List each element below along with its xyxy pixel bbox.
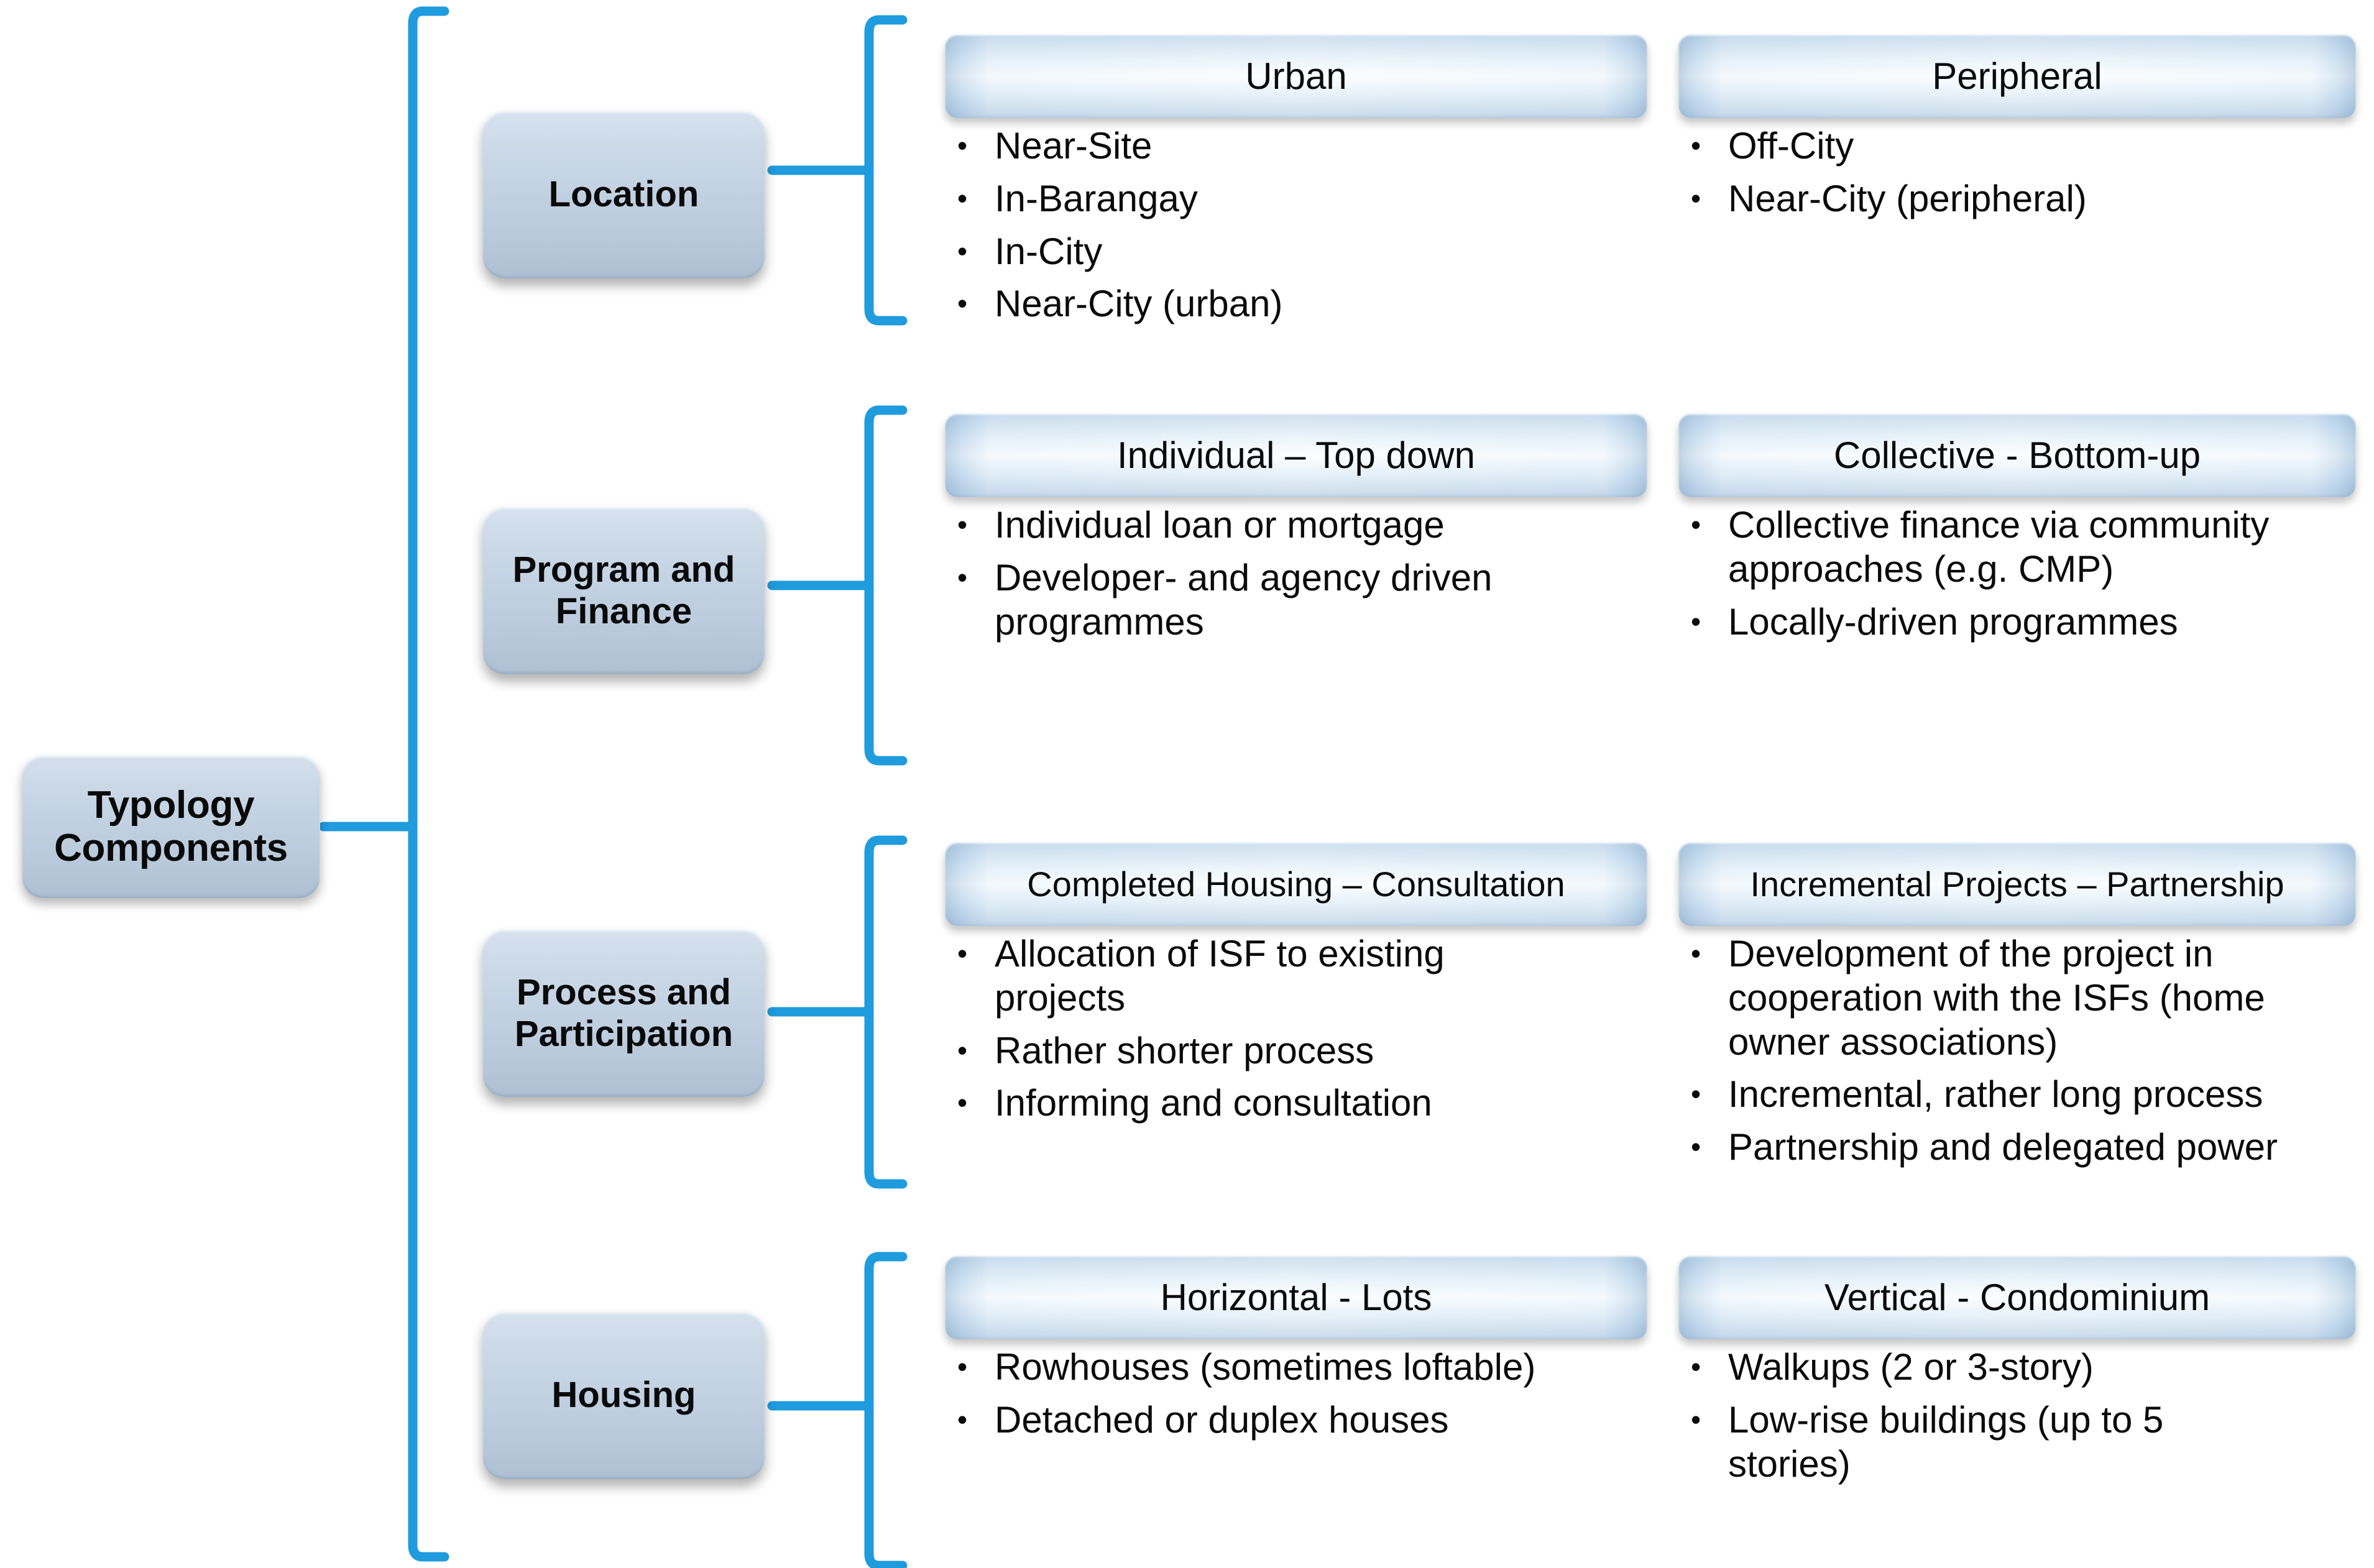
bullet-dot-icon: •: [957, 234, 968, 267]
category-label-program-and-finance: Program and Finance: [513, 549, 735, 633]
bullet-dot-icon: •: [957, 937, 968, 970]
bullet-dot-icon: •: [957, 181, 968, 214]
category-label-line-2: Participation: [514, 1014, 734, 1054]
list-item: •Collective finance via community approa…: [1691, 504, 2270, 590]
bullet-list-incremental-projects-partnership: •Development of the project in cooperati…: [1691, 932, 2356, 1178]
category-label-location: Location: [548, 174, 699, 215]
root-label-line-1: Typology: [87, 783, 255, 827]
column-header-horizontal-lots[interactable]: Horizontal - Lots: [945, 1255, 1647, 1339]
list-item: •Near-City (urban): [957, 283, 1283, 325]
root-label-line-2: Components: [54, 827, 288, 869]
bullet-dot-icon: •: [957, 1086, 968, 1119]
root-bracket: [408, 6, 449, 1562]
list-item: •In-City: [957, 230, 1103, 272]
bullet-list-completed-housing-consultation: •Allocation of ISF to existing projects …: [957, 932, 1579, 1134]
category-label-line-1: Program and: [512, 549, 735, 590]
group-bracket-process: [864, 835, 908, 1189]
bullet-dot-icon: •: [957, 1403, 968, 1436]
bullet-dot-icon: •: [1691, 937, 1701, 970]
list-item: •Walkups (2 or 3-story): [1691, 1346, 2094, 1388]
bullet-dot-icon: •: [957, 508, 968, 541]
column-header-urban-label: Urban: [1245, 55, 1347, 97]
bullet-dot-icon: •: [1691, 1078, 1701, 1111]
list-item: •Rowhouses (sometimes loftable): [957, 1346, 1536, 1388]
category-label-housing: Housing: [551, 1375, 696, 1416]
column-header-collective-bottom-up[interactable]: Collective - Bottom-up: [1678, 413, 2356, 497]
column-header-incremental-projects-partnership[interactable]: Incremental Projects – Partnership: [1678, 842, 2356, 926]
bullet-dot-icon: •: [1691, 508, 1701, 541]
root-node-label: Typology Components: [54, 784, 288, 870]
bullet-dot-icon: •: [957, 1350, 968, 1383]
group-bracket-housing: [864, 1252, 908, 1568]
bullet-list-individual-top-down: •Individual loan or mortgage •Developer-…: [957, 503, 1654, 653]
column-header-individual-top-down[interactable]: Individual – Top down: [945, 413, 1647, 497]
list-item: •Low-rise buildings (up to 5 stories): [1691, 1398, 2164, 1485]
root-node[interactable]: Typology Components: [22, 755, 320, 898]
column-header-vertical-condominium[interactable]: Vertical - Condominium: [1678, 1255, 2356, 1339]
bullet-dot-icon: •: [957, 1034, 968, 1066]
list-item: •Allocation of ISF to existing projects: [957, 933, 1445, 1019]
bullet-dot-icon: •: [1691, 181, 1701, 214]
column-header-urban[interactable]: Urban: [945, 34, 1647, 118]
column-header-individual-top-down-label: Individual – Top down: [1117, 434, 1475, 476]
bullet-dot-icon: •: [957, 561, 968, 594]
column-header-collective-bottom-up-label: Collective - Bottom-up: [1833, 434, 2201, 476]
category-node-housing[interactable]: Housing: [482, 1311, 765, 1479]
list-item: •Near-City (peripheral): [1691, 177, 2087, 219]
column-header-horizontal-lots-label: Horizontal - Lots: [1160, 1277, 1432, 1318]
list-item: •Informing and consultation: [957, 1082, 1432, 1124]
bullet-list-horizontal-lots: •Rowhouses (sometimes loftable) •Detache…: [957, 1346, 1654, 1451]
column-header-peripheral[interactable]: Peripheral: [1678, 34, 2356, 118]
category-node-location[interactable]: Location: [482, 111, 765, 278]
list-item: •Rather shorter process: [957, 1029, 1374, 1071]
list-item: •Developer- and agency driven programmes: [957, 556, 1493, 643]
list-item: •Individual loan or mortgage: [957, 504, 1445, 546]
bullet-dot-icon: •: [957, 287, 968, 320]
list-item: •Incremental, rather long process: [1691, 1073, 2263, 1116]
list-item: •In-Barangay: [957, 177, 1198, 219]
list-item: •Off-City: [1691, 125, 1854, 167]
bullet-list-collective-bottom-up: •Collective finance via community approa…: [1691, 503, 2337, 653]
category-node-program-and-finance[interactable]: Program and Finance: [482, 507, 765, 674]
category-node-process-and-participation[interactable]: Process and Participation: [482, 929, 765, 1097]
bullet-dot-icon: •: [1691, 129, 1701, 162]
group-bracket-program: [864, 405, 908, 766]
bullet-list-peripheral: •Off-City •Near-City (peripheral): [1691, 124, 2362, 230]
bullet-dot-icon: •: [1691, 1130, 1701, 1163]
category-label-process-and-participation: Process and Participation: [515, 971, 733, 1055]
column-header-incremental-projects-partnership-label: Incremental Projects – Partnership: [1750, 864, 2284, 904]
list-item: •Detached or duplex houses: [957, 1398, 1449, 1441]
list-item: •Development of the project in cooperati…: [1691, 933, 2265, 1063]
list-item: •Locally-driven programmes: [1691, 600, 2178, 643]
bullet-dot-icon: •: [1691, 1350, 1701, 1383]
bullet-dot-icon: •: [957, 129, 968, 162]
column-header-peripheral-label: Peripheral: [1932, 55, 2102, 97]
bullet-list-vertical-condominium: •Walkups (2 or 3-story) •Low-rise buildi…: [1691, 1346, 2281, 1495]
list-item: •Partnership and delegated power: [1691, 1126, 2278, 1168]
category-label-line-1: Process and: [517, 971, 731, 1012]
column-header-vertical-condominium-label: Vertical - Condominium: [1824, 1277, 2211, 1318]
bullet-list-urban: •Near-Site •In-Barangay •In-City •Near-C…: [957, 124, 1654, 335]
column-header-completed-housing-consultation-label: Completed Housing – Consultation: [1027, 864, 1565, 904]
group-bracket-location: [864, 15, 908, 326]
list-item: •Near-Site: [957, 125, 1152, 167]
bullet-dot-icon: •: [1691, 605, 1701, 638]
category-label-line-2: Finance: [555, 591, 692, 631]
column-header-completed-housing-consultation[interactable]: Completed Housing – Consultation: [945, 842, 1647, 926]
bullet-dot-icon: •: [1691, 1403, 1701, 1436]
